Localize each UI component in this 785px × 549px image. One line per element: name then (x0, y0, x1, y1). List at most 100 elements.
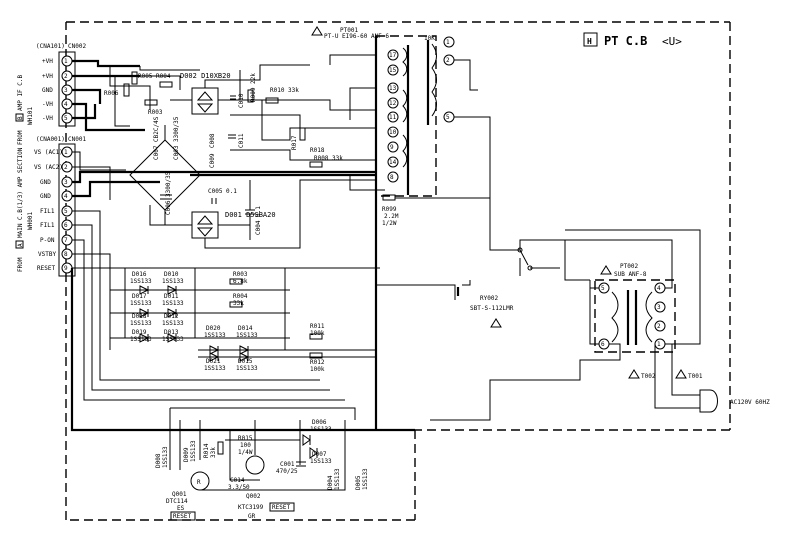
q001-symbol (190, 471, 210, 491)
cn002-pin3: 3 (64, 87, 68, 94)
r099-w: 1/2W (382, 220, 397, 227)
cn001-label8: VSTBY (38, 251, 56, 258)
pt001-10k: 10K (424, 35, 435, 42)
transformer-pt002: PT002 SUB ANF-8 5 6 4 3 2 1 (430, 229, 701, 421)
d008-type: 1SS133 (162, 446, 169, 468)
c011-label: C011 (238, 133, 245, 148)
r006-label: R006 (104, 90, 119, 97)
r012-val: 100k (310, 366, 325, 373)
q002-reset-tag: RESET (272, 504, 290, 511)
relay-ry002: RY002 SBT-S-112LMR (376, 239, 590, 328)
cn001-label3: GND (40, 179, 51, 186)
wiring-main (70, 59, 415, 432)
q001-r: R (197, 479, 201, 486)
q002-sub: GR (248, 513, 256, 520)
r003b-val: 6.8k (233, 278, 248, 285)
pt002-ref: PT002 (620, 263, 638, 270)
q002-symbol (245, 455, 265, 475)
r003-label: R003 (148, 109, 163, 116)
c008-label: C008 (209, 133, 216, 148)
diode-array: D016 1SS133 D010 1SS133 D017 1SS133 D011… (110, 267, 380, 372)
d007-type: 1SS133 (310, 458, 332, 465)
d020-ref: D020 (206, 325, 221, 332)
pt001-pin17: 17 (389, 52, 397, 59)
r018-label: R018 (310, 147, 325, 154)
diode-row-2: D017 1SS133 D011 1SS133 (130, 293, 184, 318)
top-components: R004 R005 R006 R003 R010 33k R009 22k C0… (104, 71, 376, 168)
ac-label: AC120V 60HZ (730, 399, 770, 406)
pt002-model: SUB ANF-8 (614, 271, 647, 278)
c006-label: C006 3300/35 (165, 171, 172, 215)
pt001-pin2: 2 (446, 57, 450, 64)
r004-label: R004 (156, 73, 171, 80)
d004-ref: D004 (327, 475, 334, 490)
cn002-label4: -VH (42, 101, 53, 108)
cn002-from-tag: B (17, 116, 24, 120)
r099-val: 2.2M (384, 213, 399, 220)
connector-cn001: (CNA001) CN001 1 2 3 4 5 6 7 8 9 VS (AC1… (15, 136, 86, 277)
cn002-from-ref: WH101 (27, 107, 34, 125)
pt001-ref: PT001 (340, 27, 358, 34)
r003b-ref: R003 (233, 271, 248, 278)
pt002-pin3: 3 (657, 304, 661, 311)
diode-row-4: D019 1SS133 D013 1SS133 (130, 329, 184, 343)
t001-label: T001 (688, 373, 703, 380)
c014-val: 3.3/50 (228, 484, 250, 491)
pt002-pin6: 6 (601, 341, 605, 348)
cn002-from: FROM (17, 130, 24, 145)
board-outline (65, 21, 731, 521)
cn002-label1: +VH (42, 58, 53, 65)
d009-ref: D009 (183, 447, 190, 462)
pt001-pin5: 5 (446, 114, 450, 121)
board-title: H PT C.B <U> (583, 32, 682, 48)
cn001-from-text: MAIN C.B(1/3) AMP SECTION (17, 147, 24, 238)
d004-type: 1SS133 (334, 468, 341, 490)
q001-reset-tag: RESET (173, 513, 191, 520)
d005-type: 1SS133 (362, 468, 369, 490)
r014-val: 33k (210, 447, 217, 458)
r014-ref: R014 (203, 443, 210, 458)
rly002-model: SBT-S-112LMR (470, 305, 514, 312)
r015-w: 1/4W (238, 449, 253, 456)
c007-label: C007 CB2C/4S (153, 116, 160, 160)
d014-ref: D014 (238, 325, 253, 332)
d013-ref: D013 (164, 329, 179, 336)
cn001-label7: P-ON (40, 237, 55, 244)
pt001-pin13: 13 (389, 85, 397, 92)
ac-input: T002 T001 AC120V 60HZ (628, 344, 770, 413)
pt002-pin5: 5 (601, 285, 605, 292)
t002-label: T002 (641, 373, 656, 380)
d018-ref: D018 (132, 313, 147, 320)
diode-row-6: D021 1SS133 D015 1SS133 (204, 352, 258, 372)
pt001-pin8: 8 (390, 174, 394, 181)
d017-type: 1SS133 (130, 300, 152, 307)
d007-ref: D007 (312, 451, 327, 458)
d019-ref: D019 (132, 329, 147, 336)
cn002-pin1: 1 (64, 58, 68, 65)
board-tag: H (587, 37, 592, 46)
r015-val: 100 (240, 442, 251, 449)
d005-ref: D005 (355, 475, 362, 490)
r011-ref: R011 (310, 323, 325, 330)
pt001-pin14: 14 (389, 159, 397, 166)
cn001-pin1: 1 (64, 149, 68, 156)
d012-ref: D012 (164, 313, 179, 320)
r008-label: R008 33k (314, 155, 343, 162)
filter-caps: C007 CB2C/4S C003 3300/35 C006 3300/35 (129, 116, 201, 225)
diode-row-1: D016 1SS133 D010 1SS133 (130, 271, 184, 295)
cn001-pin8: 8 (64, 251, 68, 258)
cn001-pin2: 2 (64, 164, 68, 171)
cn002-from-text: AMP IF C.B (17, 74, 24, 111)
d015-ref: D015 (238, 358, 253, 365)
cn002-ref: CN002 (68, 43, 86, 50)
d010-ref: D010 (164, 271, 179, 278)
d016-ref: D016 (132, 271, 147, 278)
rly002-label: RY002 (480, 295, 498, 302)
c009-label: C009 (209, 153, 216, 168)
cn001-pin7: 7 (64, 237, 68, 244)
cn001-pin6: 6 (64, 222, 68, 229)
d021-ref: D021 (206, 358, 221, 365)
d009-type: 1SS133 (190, 440, 197, 462)
